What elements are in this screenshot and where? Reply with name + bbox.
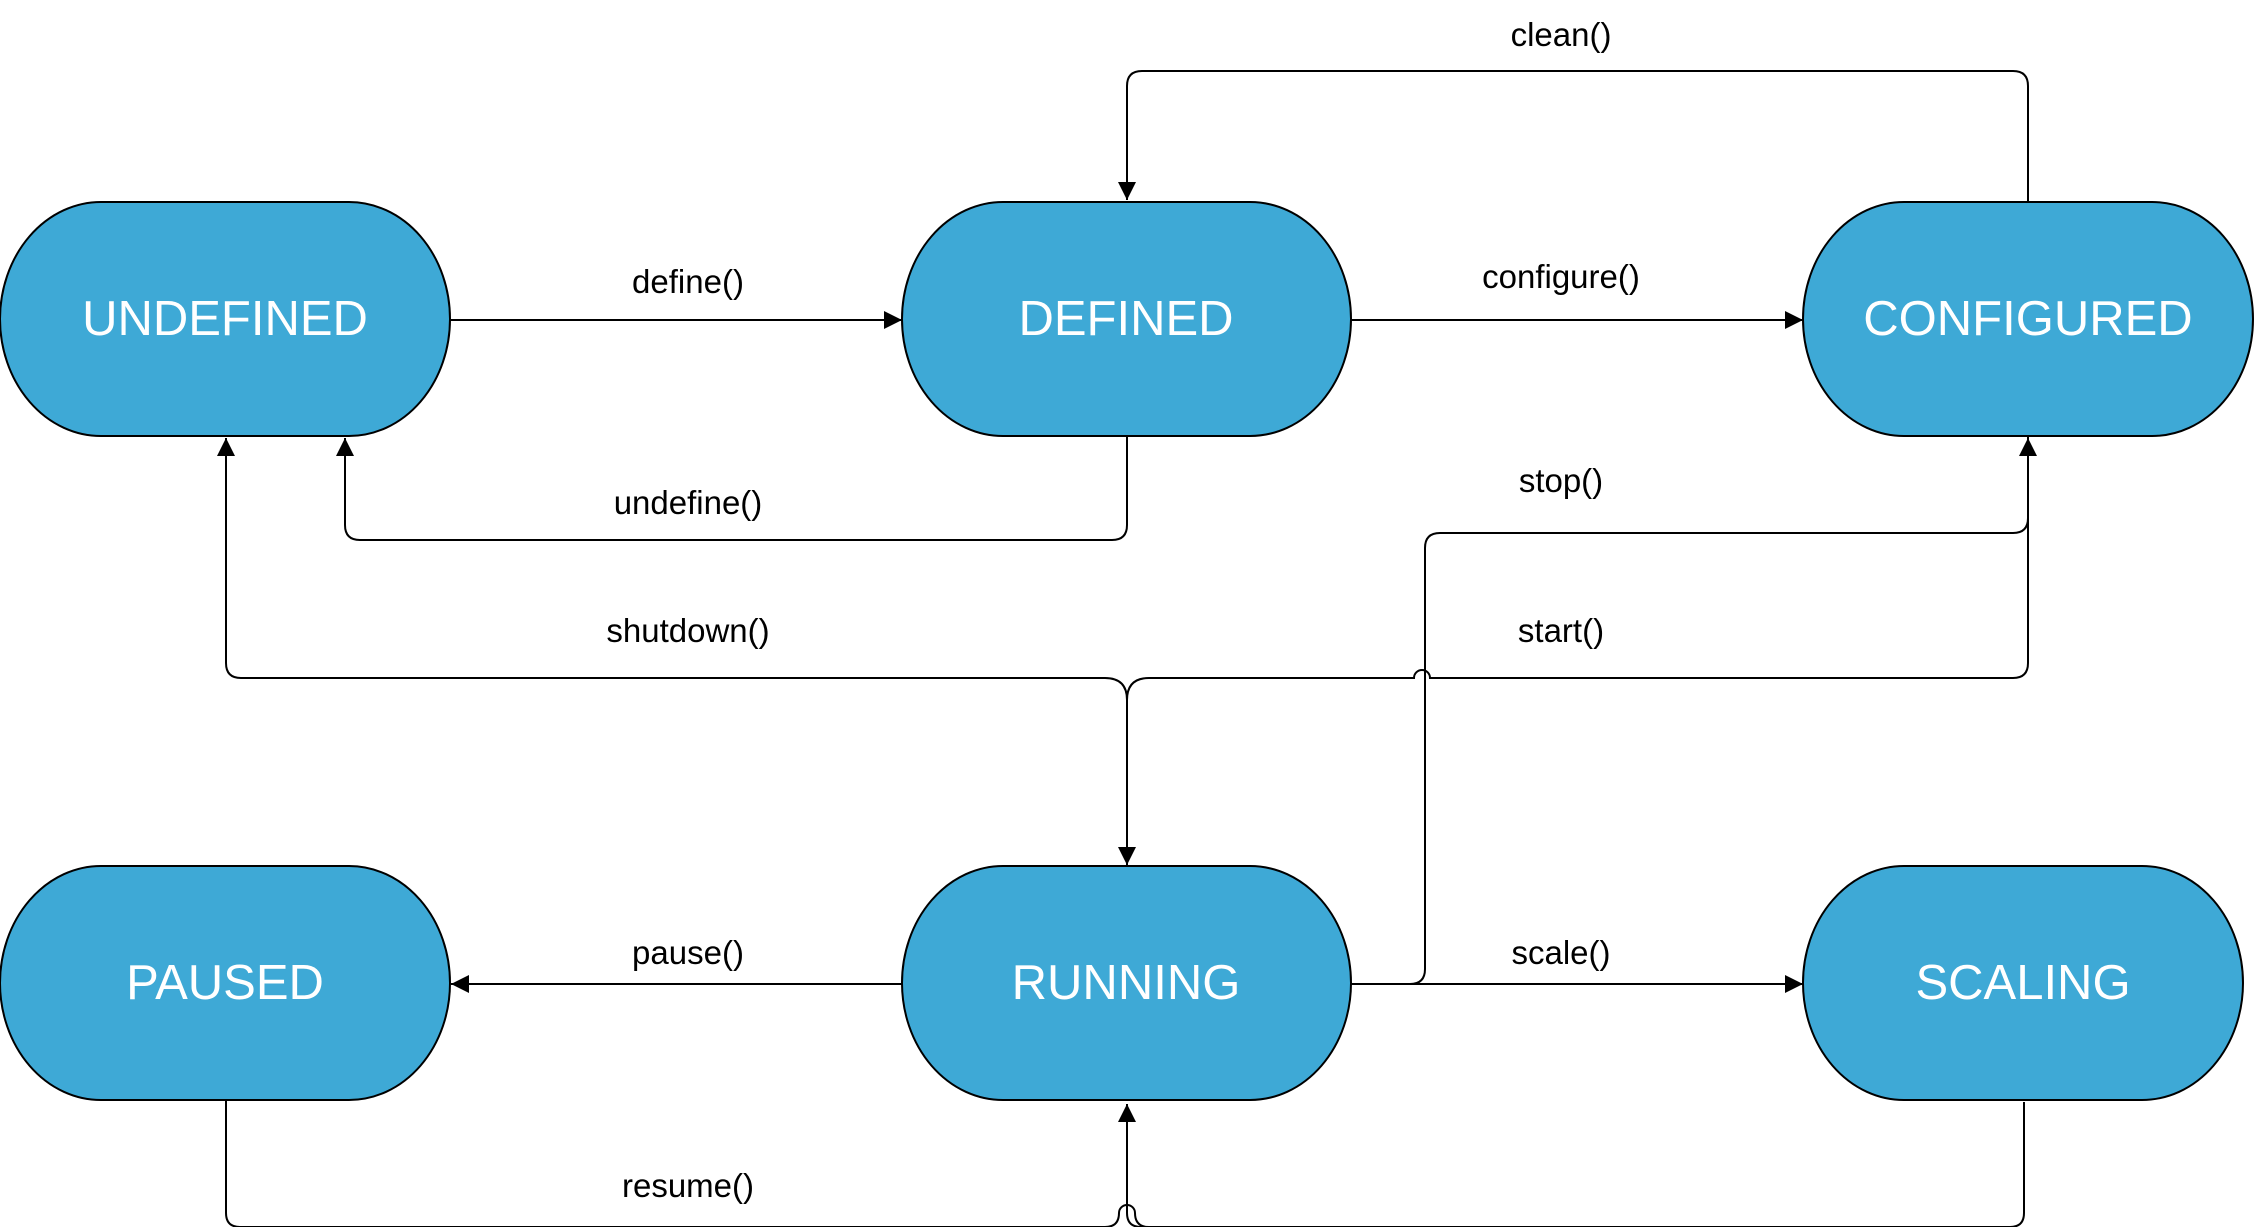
label-start: start() <box>1518 612 1604 649</box>
label-pause: pause() <box>632 934 744 971</box>
edge-start[interactable] <box>1118 320 2029 865</box>
edge-labels: define() configure() clean() undefine() … <box>606 16 1639 1204</box>
label-clean: clean() <box>1511 16 1612 53</box>
label-resume: resume() <box>622 1167 754 1204</box>
label-stop: stop() <box>1519 462 1603 499</box>
edge-clean[interactable] <box>1118 70 2029 202</box>
edge-undefine[interactable] <box>336 437 1128 541</box>
label-shutdown: shutdown() <box>606 612 769 649</box>
state-undefined-label: UNDEFINED <box>82 292 368 346</box>
state-configured[interactable]: CONFIGURED <box>1802 201 2254 437</box>
edge-stop[interactable] <box>1351 438 2037 985</box>
label-scale: scale() <box>1511 934 1610 971</box>
state-defined[interactable]: DEFINED <box>901 201 1352 437</box>
state-running[interactable]: RUNNING <box>901 865 1352 1101</box>
state-running-label: RUNNING <box>1012 956 1241 1010</box>
state-paused-label: PAUSED <box>126 956 324 1010</box>
state-configured-label: CONFIGURED <box>1863 292 2192 346</box>
nodes: UNDEFINED DEFINED CONFIGURED PAUSED RUNN… <box>0 201 2254 1101</box>
edge-resume[interactable] <box>225 1100 1150 1227</box>
label-define: define() <box>632 263 744 300</box>
state-paused[interactable]: PAUSED <box>0 865 451 1101</box>
state-scaling-label: SCALING <box>1915 956 2130 1010</box>
edge-scaling-return[interactable] <box>1118 1102 2025 1227</box>
edge-shutdown[interactable] <box>217 438 1128 866</box>
state-defined-label: DEFINED <box>1018 292 1233 346</box>
label-configure: configure() <box>1482 258 1640 295</box>
state-scaling[interactable]: SCALING <box>1802 865 2244 1101</box>
edges <box>217 70 2037 1227</box>
state-undefined[interactable]: UNDEFINED <box>0 201 451 437</box>
label-undefine: undefine() <box>614 484 763 521</box>
